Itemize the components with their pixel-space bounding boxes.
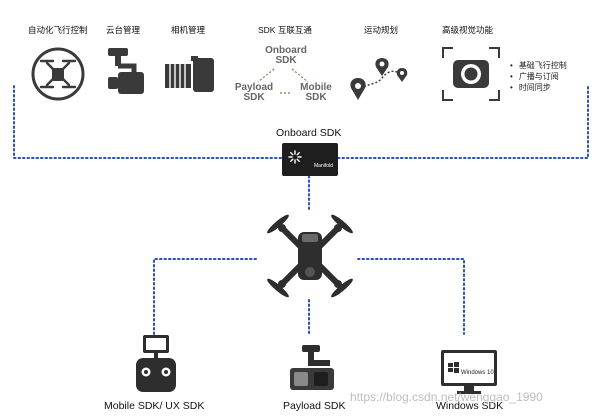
feature-label-sdk-interop: SDK 互联互通 [258, 25, 312, 35]
bullet-time-sync: 时间同步 [510, 82, 567, 93]
drone-circle-icon [31, 47, 85, 101]
vision-icon [442, 47, 500, 101]
top-bracket-right [337, 85, 589, 159]
interop-triangle [257, 68, 309, 94]
vision-bullet-list: 基础飞行控制 广播与订阅 时间同步 [510, 60, 567, 93]
feature-label-vision: 高级视觉功能 [442, 25, 494, 35]
gimbal-icon [108, 48, 144, 94]
drone-icon [267, 214, 353, 298]
lower-bracket-right [357, 258, 465, 335]
windows-monitor-icon [441, 350, 497, 394]
windows-logo-icon [448, 362, 459, 373]
manifold-device: Manifold [282, 143, 338, 176]
mobile-sdk-label: Mobile SDK/ UX SDK [104, 400, 205, 412]
windows-screen-text: Windows 10 [461, 370, 494, 376]
lower-bracket-left [153, 258, 257, 335]
manifold-logo-icon [288, 150, 302, 164]
payload-camera-icon [290, 345, 334, 390]
bullet-broadcast: 广播与订阅 [510, 71, 567, 82]
feature-label-gimbal: 云台管理 [106, 25, 141, 35]
bullet-flight-basic: 基础飞行控制 [510, 60, 567, 71]
remote-controller-icon [136, 335, 176, 392]
payload-sdk-label: Payload SDK [283, 400, 346, 412]
hub-title: Onboard SDK [276, 127, 342, 139]
feature-label-flight-control: 自动化飞行控制 [28, 25, 88, 35]
route-pins-icon [350, 58, 408, 100]
camera-icon [165, 56, 214, 92]
feature-label-camera: 相机管理 [171, 25, 206, 35]
feature-label-motion-planning: 运动规划 [364, 25, 399, 35]
windows-sdk-label: Windows SDK [436, 400, 504, 412]
top-bracket-left [13, 85, 283, 159]
watermark: https://blog.csdn.net/wenggao_1990 [350, 390, 543, 404]
manifold-brand: Manifold [314, 163, 333, 169]
